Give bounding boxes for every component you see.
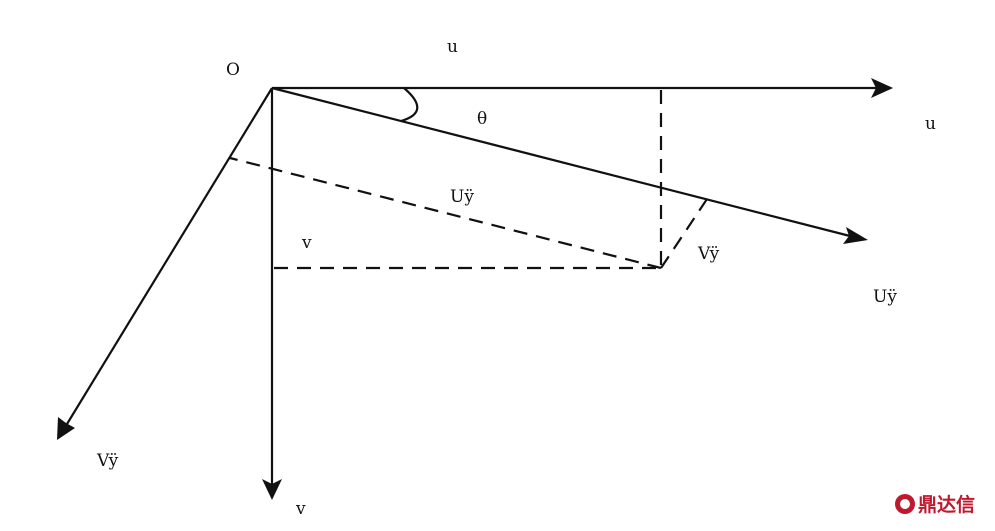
u-axis-label: u (925, 114, 936, 134)
uy-axis-line (271, 86, 851, 238)
u-axis-arrowhead (871, 78, 893, 98)
theta-angle-arc (400, 87, 419, 123)
watermark-badge-inner (900, 499, 910, 509)
uy-axis-arrowhead (843, 227, 868, 244)
vy-axis-arrowhead (57, 417, 75, 440)
uy-mid-label: Uÿ (450, 187, 474, 207)
vy-axis-line (66, 87, 273, 425)
uy-projection-dashed-line (229, 156, 662, 270)
v-axis-label: v (295, 499, 306, 519)
origin-label: O (226, 60, 240, 80)
uy-axis-label: Uÿ (873, 287, 897, 307)
watermark-logo: 鼎达信 (895, 493, 975, 516)
vy-projection-dashed-line (660, 195, 710, 269)
vy-mid-label: Vÿ (697, 244, 720, 264)
u-top-label: u (447, 37, 458, 57)
v-axis-arrowhead (262, 479, 282, 500)
vy-axis-label: Vÿ (96, 451, 119, 471)
theta-label: θ (477, 109, 487, 129)
v-mid-label: v (301, 233, 312, 253)
watermark-text: 鼎达信 (918, 493, 975, 516)
